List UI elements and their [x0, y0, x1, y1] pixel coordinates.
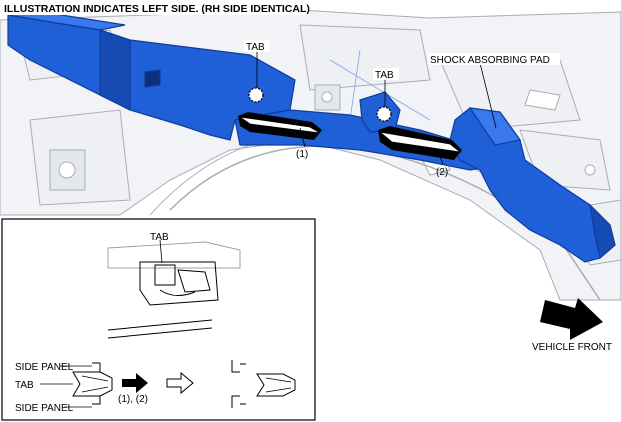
step-label-2: (2) — [436, 167, 448, 178]
leader-line — [437, 151, 444, 165]
inset-steps-label: (1), (2) — [118, 394, 148, 405]
tab-label-2: TAB — [375, 70, 394, 81]
push-arrow-icon — [122, 373, 148, 393]
pad-right-top — [468, 107, 522, 146]
guide-line — [349, 49, 361, 121]
pad-right-edge — [589, 203, 616, 260]
shock-absorbing-pad-label: SHOCK ABSORBING PAD — [430, 55, 550, 66]
outline-arrow-icon — [166, 371, 194, 395]
direction-arrow-icon — [540, 298, 603, 340]
side-panel-top-label: SIDE PANEL — [15, 362, 74, 373]
header-text: ILLUSTRATION INDICATES LEFT SIDE. (RH SI… — [4, 3, 310, 15]
pad-slot — [144, 69, 161, 88]
tab-marker-icon — [248, 87, 264, 103]
tab-label-1: TAB — [246, 42, 265, 53]
inset-tab-label: TAB — [150, 232, 169, 243]
side-panel-bottom-label: SIDE PANEL — [15, 403, 74, 414]
tab-marker-icon — [376, 106, 392, 122]
leader-line — [299, 127, 306, 148]
leader-line — [479, 62, 497, 129]
guide-line — [329, 59, 431, 121]
header-bg — [2, 1, 309, 15]
step-label-1: (1) — [296, 149, 308, 160]
push-arrow-icon — [378, 126, 462, 160]
vehicle-front-label: VEHICLE FRONT — [532, 342, 612, 353]
inset-tab-side-label: TAB — [15, 380, 34, 391]
inset-detail: TAB SIDE PANEL TAB SIDE PANEL (1), (2) — [1, 218, 316, 421]
pad-left-side — [99, 29, 131, 111]
